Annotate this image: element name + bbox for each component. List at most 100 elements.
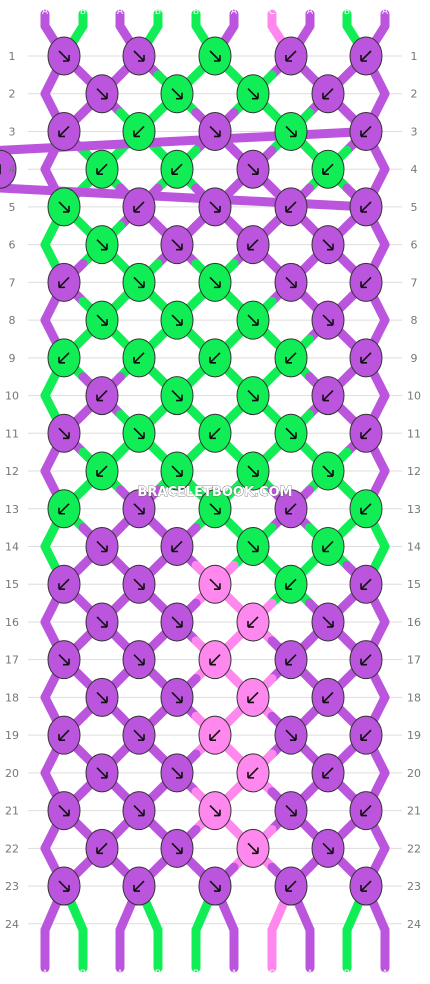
knot-arrow-line: [96, 691, 108, 703]
knot-arrow-line: [285, 654, 297, 666]
knot: [236, 300, 270, 340]
strand-label-top: A: [382, 7, 389, 17]
knot-arrow-line: [322, 239, 334, 251]
knot-arrow-line: [285, 352, 297, 364]
knot-arrow-line: [58, 50, 70, 62]
knot: [236, 602, 270, 642]
row-label-right: 22: [407, 842, 421, 855]
strand-label-bottom: C: [269, 969, 275, 979]
row-label-left: 4: [9, 163, 16, 176]
knot-arrow-line: [171, 465, 183, 477]
knot: [47, 564, 81, 604]
arrow-down-right-icon: [214, 507, 221, 515]
strand-label-bottom: B: [155, 969, 161, 979]
knot: [47, 489, 81, 529]
knot: [198, 338, 232, 378]
knot-arrow-line: [209, 352, 221, 364]
knot-arrow-line: [285, 276, 297, 288]
row-label-right: 15: [407, 578, 421, 591]
arrow-down-right-icon: [327, 470, 334, 477]
knot: [236, 677, 270, 717]
knot-arrow-line: [96, 842, 108, 854]
knot: [349, 715, 383, 755]
strand-label-bottom: B: [80, 969, 86, 979]
site-watermark: BRACELETBOOK.COM: [138, 485, 293, 500]
knot-arrow-line: [133, 880, 145, 892]
knot-arrow-line: [133, 125, 145, 138]
knot: [349, 489, 383, 529]
knot-arrow-line: [322, 88, 334, 100]
arrow-down-left-icon: [247, 620, 254, 628]
arrow-down-right-icon: [101, 92, 108, 100]
knot-arrow-line: [247, 691, 259, 703]
knot: [198, 111, 232, 151]
knot: [47, 791, 81, 831]
arrow-down-right-icon: [290, 281, 297, 289]
row-label-left: 21: [5, 805, 19, 818]
knot-arrow-line: [133, 805, 145, 817]
arrow-down-right-icon: [138, 432, 145, 440]
knot-arrow-line: [58, 578, 70, 590]
knot: [349, 262, 383, 302]
knot: [236, 74, 270, 114]
knot-arrow-line: [322, 616, 334, 628]
row-label-right: 11: [407, 427, 421, 440]
strand-label-bottom: A: [382, 969, 389, 979]
knot-arrow-line: [209, 125, 221, 138]
knot-arrow-line: [209, 276, 221, 288]
knot-arrow-line: [209, 50, 221, 62]
knot-arrow-line: [322, 842, 334, 854]
knot: [122, 564, 156, 604]
arrow-down-right-icon: [327, 243, 334, 251]
knot-arrow-line: [247, 842, 259, 854]
knot: [236, 753, 270, 793]
knot: [311, 300, 345, 340]
arrow-down-left-icon: [360, 281, 367, 289]
arrow-down-right-icon: [101, 319, 108, 326]
knot-arrow-line: [58, 880, 70, 892]
knot-arrow-line: [247, 616, 259, 628]
knot-arrow-line: [360, 503, 372, 515]
knot: [311, 376, 345, 416]
knot: [274, 338, 308, 378]
row-label-left: 19: [5, 729, 19, 742]
knot: [85, 225, 119, 265]
knot-arrow-line: [58, 503, 70, 515]
arrow-down-right-icon: [138, 809, 145, 817]
arrow-down-right-icon: [176, 92, 183, 100]
knot: [85, 526, 119, 566]
arrow-down-right-icon: [63, 205, 70, 213]
knot-arrow-line: [247, 540, 259, 553]
arrow-down-right-icon: [63, 809, 70, 817]
arrow-down-right-icon: [290, 809, 297, 817]
strand-label-top: B: [80, 7, 86, 17]
knot: [274, 640, 308, 680]
knot: [274, 866, 308, 906]
row-label-left: 17: [5, 654, 19, 667]
arrow-down-left-icon: [322, 168, 329, 175]
arrow-down-left-icon: [285, 885, 292, 892]
arrow-down-right-icon: [63, 885, 70, 892]
row-label-right: 12: [407, 465, 421, 478]
strand-label-top: B: [155, 7, 161, 17]
knot-arrow-line: [133, 201, 145, 213]
knot-arrow-line: [360, 805, 372, 817]
knot-arrow-line: [171, 616, 183, 628]
arrow-down-left-icon: [360, 583, 367, 591]
knot: [47, 111, 81, 151]
knot: [122, 187, 156, 227]
knot: [349, 111, 383, 151]
knot: [122, 866, 156, 906]
row-label-left: 23: [5, 880, 19, 893]
knot: [85, 376, 119, 416]
row-label-right: 14: [407, 540, 421, 553]
knot-arrow-line: [285, 50, 297, 62]
row-label-left: 10: [5, 390, 19, 403]
knot: [274, 36, 308, 76]
arrow-down-right-icon: [138, 658, 145, 666]
knot-arrow-line: [209, 654, 221, 666]
arrow-down-right-icon: [252, 545, 259, 553]
row-label-left: 2: [9, 88, 16, 101]
knot: [311, 753, 345, 793]
knot: [47, 36, 81, 76]
